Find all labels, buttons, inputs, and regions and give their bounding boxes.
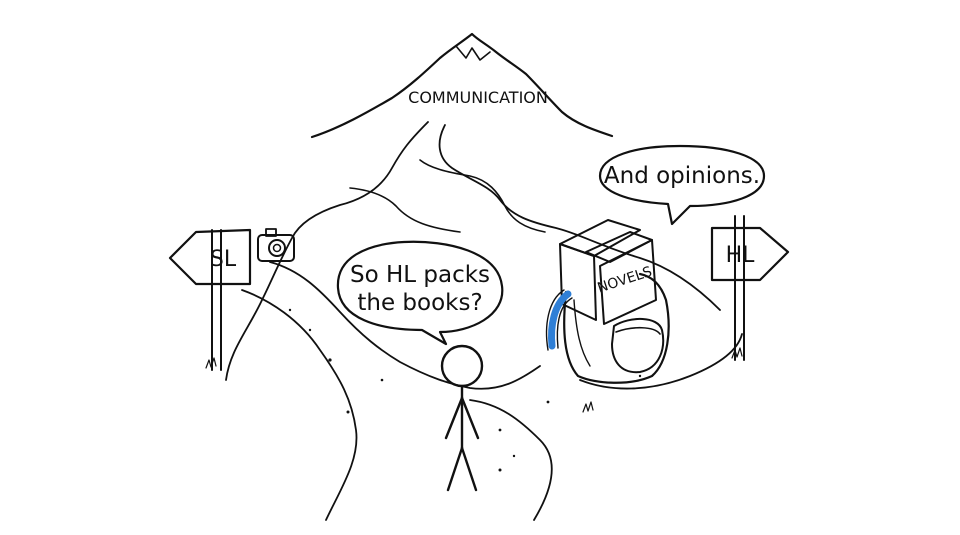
backpack: NOVELS	[545, 219, 670, 384]
backpack-bubble-text: And opinions.	[604, 163, 760, 189]
person-speech-bubble: So HL packs the books?	[336, 240, 504, 346]
left-sign-label: SL	[210, 247, 237, 272]
right-sign-label: HL	[726, 243, 756, 268]
stick-figure	[440, 344, 484, 492]
right-signpost: HL	[710, 215, 790, 361]
person-bubble-line1: So HL packs	[350, 262, 490, 288]
left-signpost: SL	[168, 228, 252, 371]
person-bubble-line2: the books?	[357, 290, 482, 316]
winding-path	[205, 121, 743, 521]
book-label: NOVELS	[595, 264, 654, 297]
backpack-speech-bubble: And opinions.	[598, 144, 766, 226]
camera-icon	[257, 228, 295, 262]
mountain: COMMUNICATION	[310, 32, 614, 139]
mountain-label: COMMUNICATION	[408, 88, 548, 107]
